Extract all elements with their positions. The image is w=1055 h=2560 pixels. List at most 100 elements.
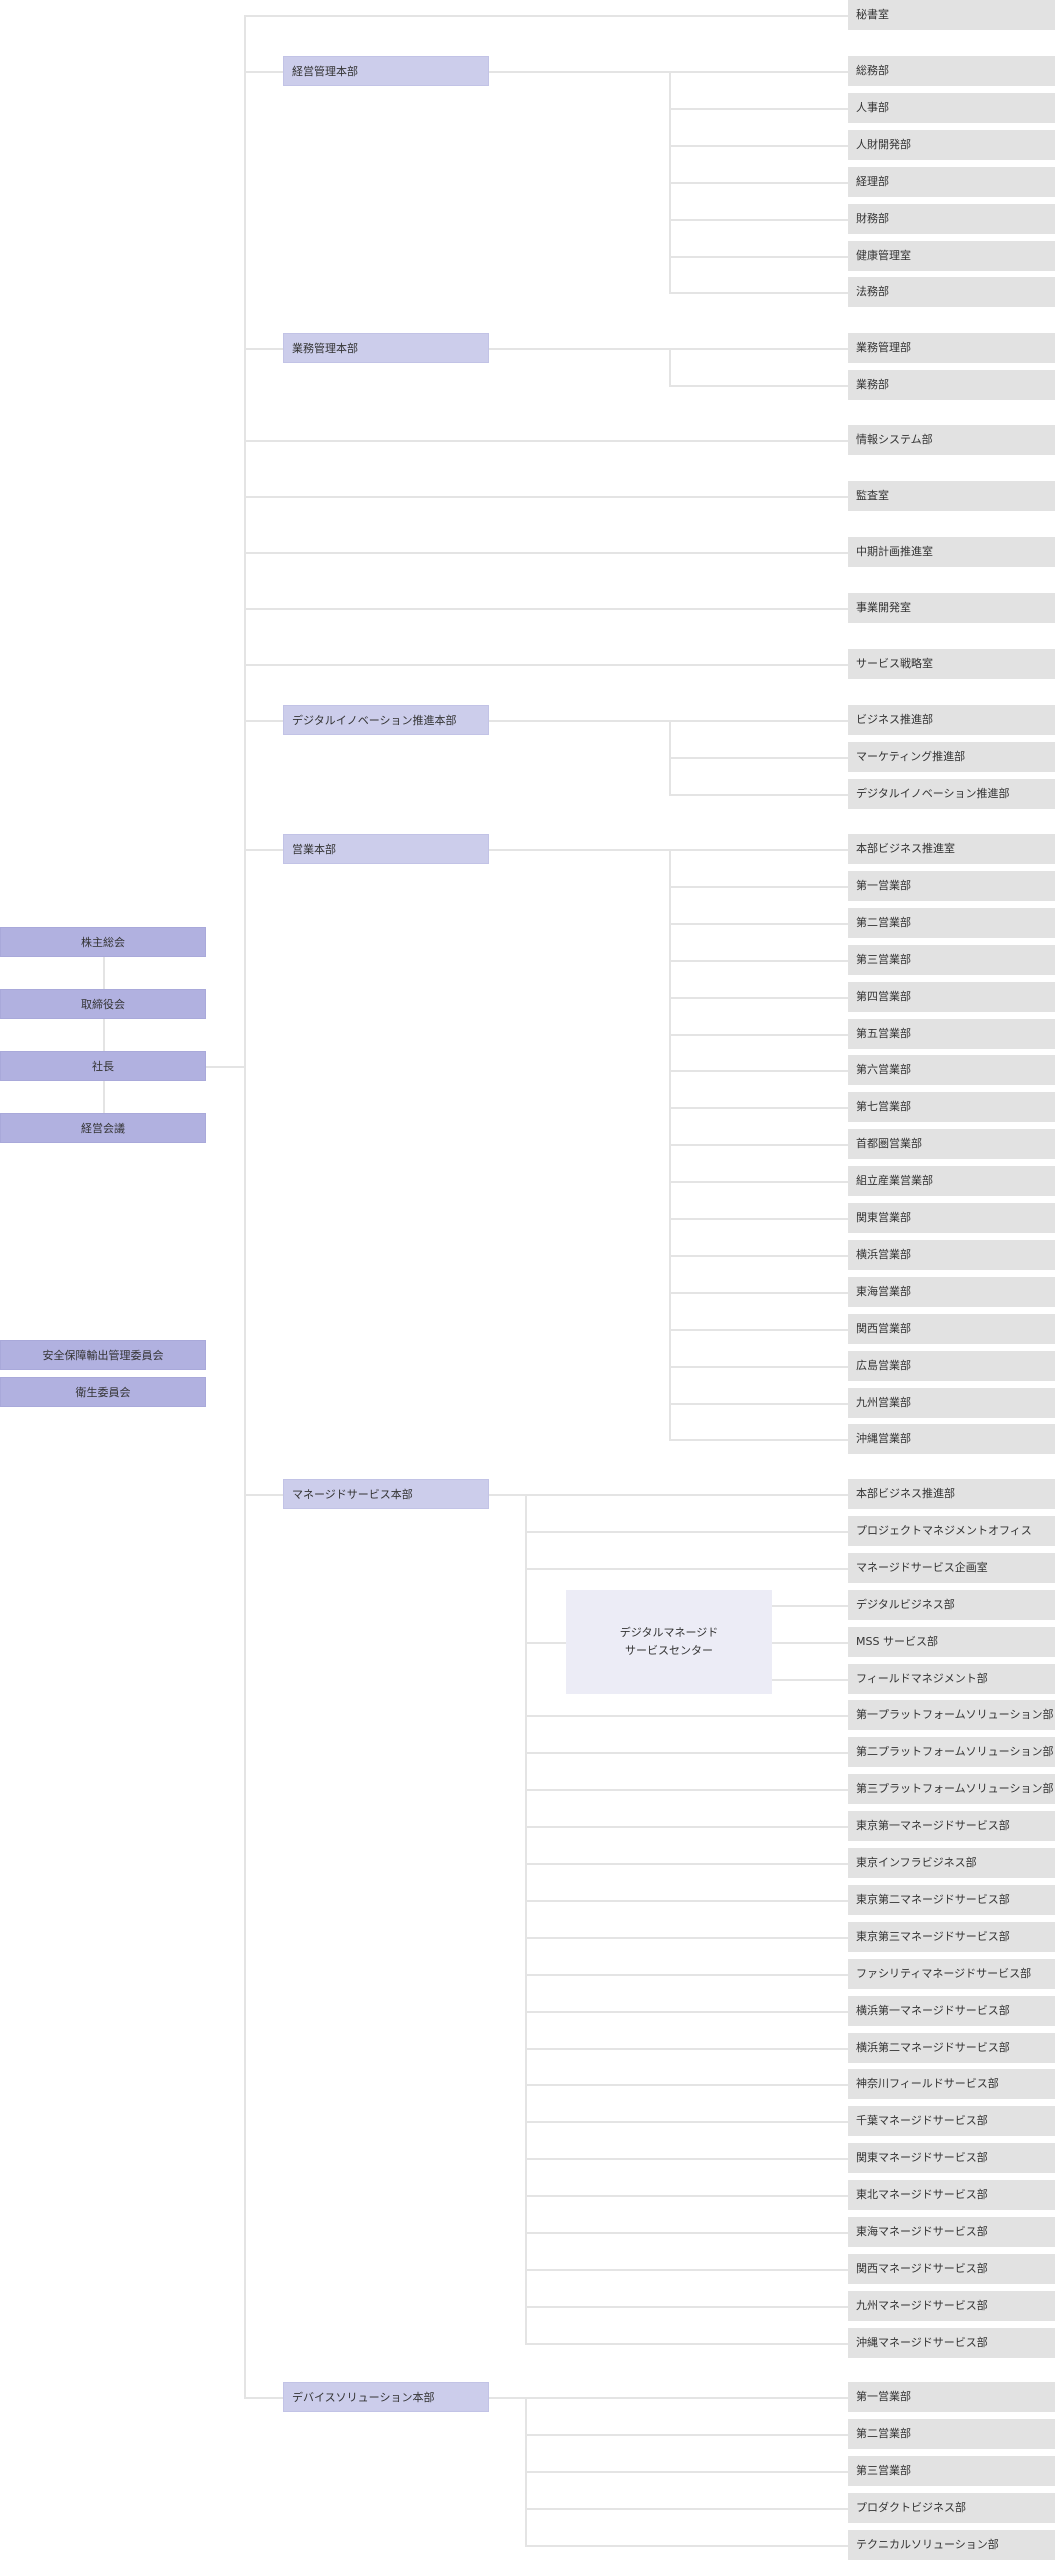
center-label-line2: サービスセンター xyxy=(625,1644,713,1657)
department-box[interactable]: テクニカルソリューション部 xyxy=(848,2530,1055,2560)
division-box[interactable]: マネージドサービス本部 xyxy=(283,1479,489,1509)
department-box[interactable]: 東海営業部 xyxy=(848,1277,1055,1307)
department-box[interactable]: プロジェクトマネジメントオフィス xyxy=(848,1516,1055,1546)
center-label-line1: デジタルマネージド xyxy=(619,1626,719,1639)
department-box[interactable]: 東京インフラビジネス部 xyxy=(848,1848,1055,1878)
department-box[interactable]: 横浜営業部 xyxy=(848,1240,1055,1270)
digital-managed-service-center[interactable]: デジタルマネージド サービスセンター xyxy=(566,1590,772,1694)
department-box[interactable]: 人事部 xyxy=(848,93,1055,123)
department-box[interactable]: 人財開発部 xyxy=(848,130,1055,160)
department-box[interactable]: 第七営業部 xyxy=(848,1092,1055,1122)
department-box[interactable]: 第二プラットフォームソリューション部 xyxy=(848,1737,1055,1767)
department-box[interactable]: 第四営業部 xyxy=(848,982,1055,1012)
department-box[interactable]: 第一営業部 xyxy=(848,2382,1055,2412)
connector-line xyxy=(244,2397,283,2399)
department-box[interactable]: 組立産業営業部 xyxy=(848,1166,1055,1196)
department-box[interactable]: 横浜第一マネージドサービス部 xyxy=(848,1996,1055,2026)
connector-line xyxy=(489,71,848,73)
department-box[interactable]: 第三営業部 xyxy=(848,2456,1055,2486)
department-box[interactable]: 第二営業部 xyxy=(848,908,1055,938)
department-box[interactable]: 第三プラットフォームソリューション部 xyxy=(848,1774,1055,1804)
connector-line xyxy=(669,960,848,962)
department-box[interactable]: 沖縄営業部 xyxy=(848,1424,1055,1454)
department-box[interactable]: 関東マネージドサービス部 xyxy=(848,2143,1055,2173)
department-box[interactable]: 東北マネージドサービス部 xyxy=(848,2180,1055,2210)
department-box[interactable]: デジタルビジネス部 xyxy=(848,1590,1055,1620)
connector-line xyxy=(244,1494,283,1496)
connector-line xyxy=(669,757,848,759)
department-box[interactable]: 業務部 xyxy=(848,370,1055,400)
department-box[interactable]: 監査室 xyxy=(848,481,1055,511)
department-box[interactable]: 関東営業部 xyxy=(848,1203,1055,1233)
department-box[interactable]: フィールドマネジメント部 xyxy=(848,1664,1055,1694)
department-box[interactable]: 東京第二マネージドサービス部 xyxy=(848,1885,1055,1915)
department-box[interactable]: 第五営業部 xyxy=(848,1019,1055,1049)
department-box[interactable]: 法務部 xyxy=(848,277,1055,307)
connector-line xyxy=(669,923,848,925)
department-box[interactable]: 東海マネージドサービス部 xyxy=(848,2217,1055,2247)
department-box[interactable]: 広島営業部 xyxy=(848,1351,1055,1381)
governance-box[interactable]: 取締役会 xyxy=(0,989,206,1019)
department-box[interactable]: デジタルイノベーション推進部 xyxy=(848,779,1055,809)
department-box[interactable]: マネージドサービス企画室 xyxy=(848,1553,1055,1583)
department-box[interactable]: 事業開発室 xyxy=(848,593,1055,623)
connector-line xyxy=(525,1568,848,1570)
department-box[interactable]: ファシリティマネージドサービス部 xyxy=(848,1959,1055,1989)
connector-line xyxy=(525,2269,848,2271)
connector-line xyxy=(525,1531,848,1533)
department-box[interactable]: 財務部 xyxy=(848,204,1055,234)
department-box[interactable]: 第一プラットフォームソリューション部 xyxy=(848,1700,1055,1730)
connector-line xyxy=(669,794,848,796)
division-box[interactable]: デジタルイノベーション推進本部 xyxy=(283,705,489,735)
department-box[interactable]: 九州営業部 xyxy=(848,1388,1055,1418)
division-box[interactable]: 営業本部 xyxy=(283,834,489,864)
division-box[interactable]: デバイスソリューション本部 xyxy=(283,2382,489,2412)
department-box[interactable]: ビジネス推進部 xyxy=(848,705,1055,735)
connector-line xyxy=(525,1826,848,1828)
department-box[interactable]: 横浜第二マネージドサービス部 xyxy=(848,2033,1055,2063)
department-box[interactable]: 九州マネージドサービス部 xyxy=(848,2291,1055,2321)
connector-line xyxy=(525,1937,848,1939)
department-box[interactable]: 第三営業部 xyxy=(848,945,1055,975)
department-box[interactable]: 業務管理部 xyxy=(848,333,1055,363)
connector-line xyxy=(525,1642,566,1644)
division-box[interactable]: 業務管理本部 xyxy=(283,333,489,363)
department-box[interactable]: 第二営業部 xyxy=(848,2419,1055,2449)
department-box[interactable]: 首都圏営業部 xyxy=(848,1129,1055,1159)
connector-line xyxy=(669,1439,848,1441)
department-box[interactable]: 千葉マネージドサービス部 xyxy=(848,2106,1055,2136)
connector-line xyxy=(669,997,848,999)
department-box[interactable]: 秘書室 xyxy=(848,0,1055,30)
governance-box[interactable]: 経営会議 xyxy=(0,1113,206,1143)
department-box[interactable]: 第一営業部 xyxy=(848,871,1055,901)
governance-box[interactable]: 社長 xyxy=(0,1051,206,1081)
department-box[interactable]: MSS サービス部 xyxy=(848,1627,1055,1657)
department-box[interactable]: 本部ビジネス推進部 xyxy=(848,1479,1055,1509)
department-box[interactable]: マーケティング推進部 xyxy=(848,742,1055,772)
department-box[interactable]: 神奈川フィールドサービス部 xyxy=(848,2069,1055,2099)
department-box[interactable]: 沖縄マネージドサービス部 xyxy=(848,2328,1055,2358)
department-box[interactable]: 関西マネージドサービス部 xyxy=(848,2254,1055,2284)
connector-line xyxy=(525,1494,527,2344)
department-box[interactable]: サービス戦略室 xyxy=(848,649,1055,679)
department-box[interactable]: 東京第一マネージドサービス部 xyxy=(848,1811,1055,1841)
committee-box[interactable]: 安全保障輸出管理委員会 xyxy=(0,1340,206,1370)
department-box[interactable]: 本部ビジネス推進室 xyxy=(848,834,1055,864)
connector-line xyxy=(669,219,848,221)
connector-line xyxy=(525,2545,848,2547)
committee-box[interactable]: 衛生委員会 xyxy=(0,1377,206,1407)
department-box[interactable]: プロダクトビジネス部 xyxy=(848,2493,1055,2523)
governance-box[interactable]: 株主総会 xyxy=(0,927,206,957)
connector-line xyxy=(244,348,283,350)
department-box[interactable]: 健康管理室 xyxy=(848,241,1055,271)
department-box[interactable]: 関西営業部 xyxy=(848,1314,1055,1344)
department-box[interactable]: 情報システム部 xyxy=(848,425,1055,455)
department-box[interactable]: 東京第三マネージドサービス部 xyxy=(848,1922,1055,1952)
department-box[interactable]: 第六営業部 xyxy=(848,1055,1055,1085)
department-box[interactable]: 中期計画推進室 xyxy=(848,537,1055,567)
department-box[interactable]: 経理部 xyxy=(848,167,1055,197)
connector-line xyxy=(669,1070,848,1072)
connector-line xyxy=(669,1292,848,1294)
department-box[interactable]: 総務部 xyxy=(848,56,1055,86)
division-box[interactable]: 経営管理本部 xyxy=(283,56,489,86)
